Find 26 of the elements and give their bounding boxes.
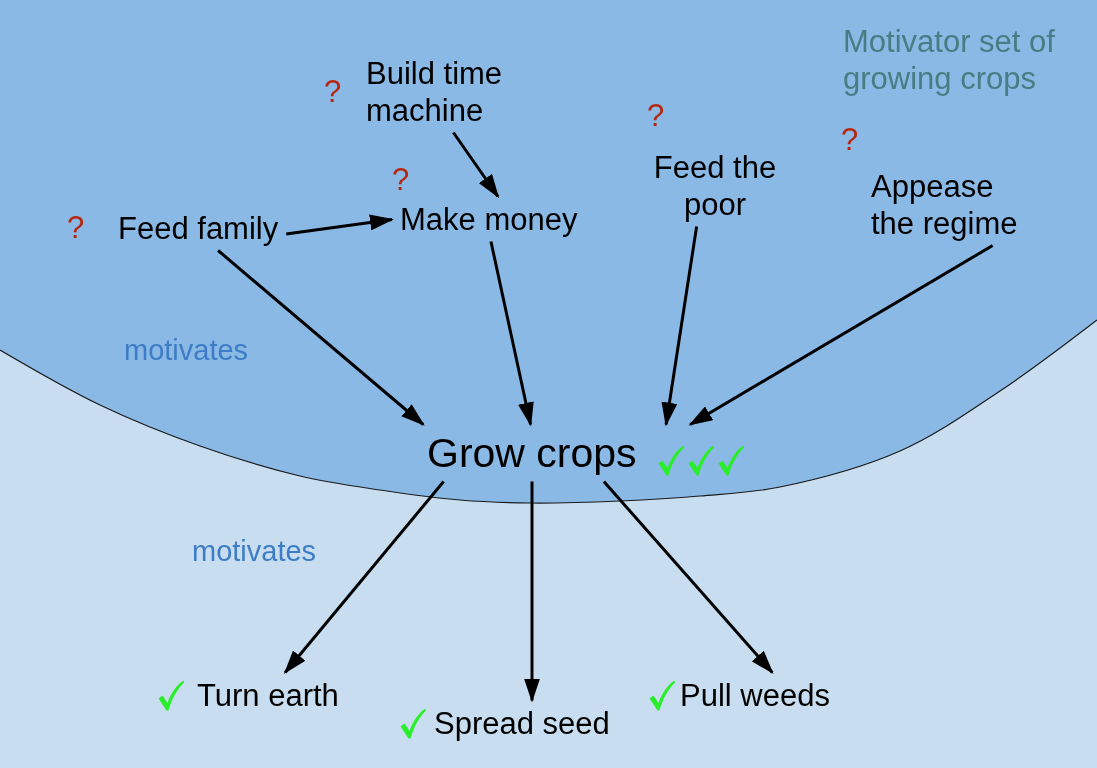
arrow — [524, 481, 540, 703]
action-label: Turn earth — [197, 676, 339, 714]
arrow — [283, 480, 445, 675]
question-mark: ? — [841, 125, 859, 155]
region-title: Motivator set of growing crops — [843, 22, 1056, 97]
motivator-label: Appease the regime — [863, 163, 1034, 246]
question-mark: ? — [392, 165, 410, 195]
arrow — [286, 214, 394, 236]
motivator-label: Feed family — [110, 205, 287, 251]
goal-label: Grow crops — [427, 428, 637, 478]
action-label: Spread seed — [434, 704, 610, 742]
action-label: Pull weeds — [680, 676, 830, 714]
motivator-label: Feed the poor — [639, 144, 791, 227]
question-mark: ? — [647, 101, 665, 131]
relation-label: motivates — [124, 333, 249, 367]
arrow — [452, 131, 500, 199]
motivator-label: Make money — [392, 196, 586, 242]
arrow — [661, 226, 699, 427]
motivator-label: Build time machine — [358, 50, 524, 133]
arrow — [217, 249, 425, 426]
question-mark: ? — [324, 77, 342, 107]
question-mark: ? — [67, 213, 85, 243]
arrow — [688, 244, 994, 426]
arrow — [602, 480, 774, 674]
relation-label: motivates — [192, 534, 317, 568]
arrow — [489, 241, 534, 427]
